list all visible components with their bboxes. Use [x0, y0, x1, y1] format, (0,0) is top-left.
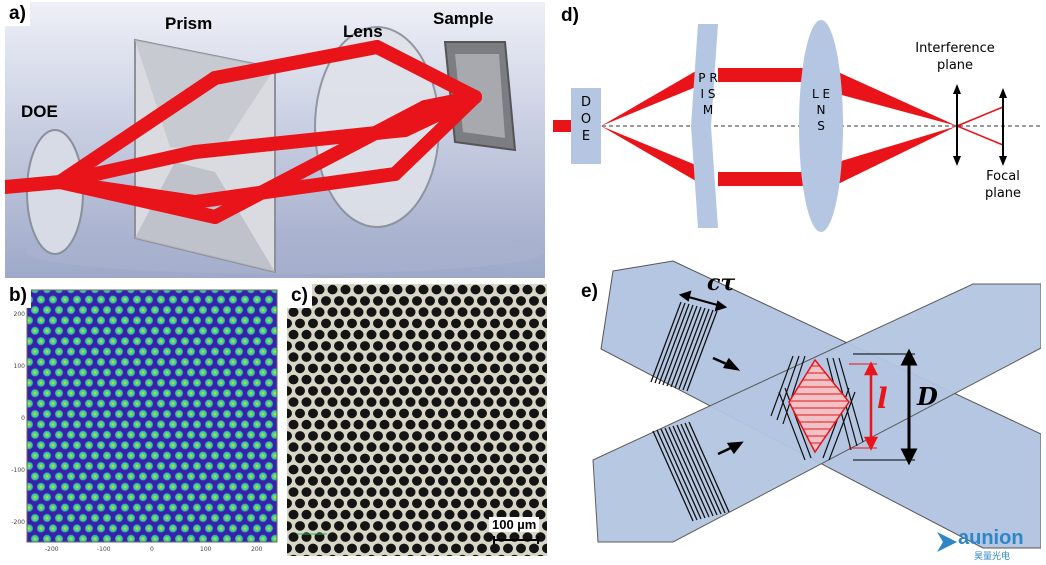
panel-b-label: b)	[5, 284, 31, 308]
focal-label-line: plane	[984, 186, 1022, 201]
scale-bar	[493, 536, 539, 544]
pulse-overlap-diagram	[592, 260, 1041, 549]
panel-c-label: c)	[287, 284, 312, 308]
lens-label: Lens	[343, 22, 383, 41]
sample-label: Sample	[433, 9, 494, 28]
lens-text: L E N S	[811, 87, 831, 133]
beam-upper-parallel	[718, 68, 803, 82]
y-tick: -200	[11, 519, 25, 526]
panel-d-schematic: d) D O E P R I S M L E N S Interference …	[553, 2, 1041, 242]
beam-upper-converging	[838, 72, 957, 126]
x-axis-ticks: -200 -100 0 100 200	[5, 546, 281, 556]
y-tick: 100	[13, 363, 25, 370]
ct-label: cτ	[707, 270, 736, 296]
interference-label-line: Interference	[915, 41, 995, 56]
focal-plane-label: Focal plane	[973, 168, 1033, 202]
lattice-area	[26, 289, 278, 543]
doe-label: DOE	[21, 102, 58, 121]
lens-element	[799, 20, 843, 232]
aunion-logo	[935, 528, 959, 556]
beam-upper-diverging	[601, 64, 708, 126]
D-arrow	[853, 348, 918, 466]
pulse-fronts-upper	[650, 301, 718, 392]
prism-label: Prism	[165, 14, 213, 33]
watermark-subtext: 昊量光电	[974, 552, 1011, 562]
x-tick: -100	[97, 546, 111, 553]
x-tick: -200	[45, 546, 59, 553]
propagation-arrows	[712, 356, 744, 456]
beam-lower-diverging	[601, 126, 708, 188]
panel-a-label: a)	[5, 2, 30, 26]
prism-element	[691, 24, 718, 228]
aunion-logo-icon	[937, 532, 957, 552]
beam-lower-parallel	[718, 172, 803, 186]
l-label: l	[877, 382, 888, 415]
x-tick: 200	[251, 546, 263, 553]
doe-element	[571, 88, 601, 164]
interference-label-line: plane	[936, 58, 974, 73]
focal-label-line: Focal	[986, 169, 1020, 184]
panel-e-pulse-overlap: e) cτ l D	[553, 256, 1041, 561]
hole-array-micrograph	[287, 284, 547, 556]
y-tick: -100	[11, 467, 25, 474]
D-label: D	[917, 382, 938, 411]
ct-arrow	[678, 290, 728, 312]
panel-a-setup-render: a) Prism Lens Sample DOE	[5, 2, 545, 278]
pulse-fronts-lower	[652, 421, 730, 522]
panel-e-label: e)	[577, 280, 602, 304]
y-tick: 0	[21, 415, 25, 422]
laser-beams	[5, 40, 482, 224]
setup-3d-illustration	[5, 26, 545, 274]
optical-schematic	[553, 20, 1041, 232]
panel-c-micrograph: c)	[287, 284, 547, 556]
intensity-lattice-plot	[26, 289, 278, 543]
doe-text: D O E	[580, 95, 592, 144]
watermark-text: aunion	[958, 527, 1024, 549]
input-beam	[553, 120, 573, 132]
panel-d-label: d)	[557, 4, 583, 28]
y-axis-ticks: 200 100 0 -100 -200	[5, 284, 27, 556]
beam-lower-converging	[838, 126, 957, 184]
prism-text: P R I S M	[698, 71, 718, 117]
x-tick: 100	[200, 546, 212, 553]
y-tick: 200	[13, 311, 25, 318]
panel-b-simulated-intensity: b) 200 100 0 -100 -200 -200 -100 0 100 2…	[5, 284, 281, 556]
scale-bar-label: 100 µm	[489, 517, 540, 532]
interference-plane-label: Interference plane	[905, 40, 1005, 74]
l-arrow	[849, 361, 879, 451]
x-tick: 0	[150, 546, 154, 553]
